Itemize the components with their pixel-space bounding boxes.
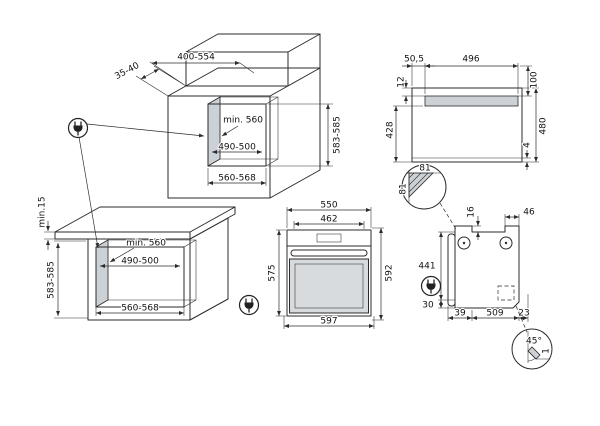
display (316, 233, 342, 243)
hinge-center-rear (504, 241, 508, 245)
side-outline (454, 225, 520, 309)
cutout-lower-height-label: 428 (386, 121, 396, 138)
hinge-circle-front (457, 236, 471, 250)
vent-slot (424, 95, 519, 107)
niche-cutout-view: 50,5 496 100 12 428 480 4 (384, 53, 550, 170)
chamfer-detail-circle (401, 164, 447, 210)
side-rear-step-label: 46 (523, 208, 535, 218)
side-witness-lines (438, 214, 520, 321)
oven-total-width-label: 597 (320, 317, 337, 327)
chamfer-edges (406, 170, 441, 203)
tall-inner-width-label: 490-500 (218, 143, 256, 153)
base-min-depth-label: min. 560 (126, 239, 166, 249)
tall-niche-interior (207, 96, 279, 167)
cutout-witness-lines (393, 63, 539, 163)
corner-detail: 45° 1 (511, 305, 553, 370)
side-front-depth-label: 39 (454, 309, 466, 319)
cutout-top-distance-label: 100 (530, 71, 540, 88)
tall-niche-side-wall (207, 96, 221, 167)
tall-witness-lines (135, 61, 333, 186)
chamfer-hatching (408, 172, 429, 193)
door-glass (294, 263, 364, 309)
tall-opening-width-label: 560-568 (218, 174, 256, 184)
side-base-height-label: 30 (422, 301, 434, 311)
oven-side-view: 16 46 441 30 39 509 23 (417, 205, 536, 322)
oven-total-height-label: 592 (385, 264, 395, 281)
dim-line-front-offset (140, 68, 160, 80)
base-niche-side-wall (95, 239, 109, 308)
hinge-circle-rear (499, 236, 513, 250)
door-handle (290, 249, 368, 257)
power-plug-icon (238, 294, 260, 316)
cutout-bottom-gap-label: 4 (523, 142, 533, 148)
power-plug-icon (67, 117, 89, 139)
base-opening-height-label: 583-585 (47, 261, 57, 299)
cutout-slot-offset-label: 50,5 (404, 55, 424, 65)
oven-body (286, 229, 372, 317)
base-top-clearance-label: min.15 (38, 196, 48, 227)
base-cabinet-drawing: min.15 min. 560 490-500 560-568 583-585 (36, 195, 236, 321)
corner-detail-leader (515, 305, 528, 333)
outlet-leader-base (78, 136, 100, 249)
tall-front-offset-label: 35-40 (113, 61, 141, 82)
tall-cabinet-outline (167, 33, 321, 199)
corner-angle-arc (527, 357, 536, 362)
oven-inner-width-label: 462 (320, 215, 337, 225)
chamfer-width-label: 81 (419, 164, 430, 174)
oven-body-height-label: 575 (268, 264, 278, 281)
corner-size-label: 1 (542, 348, 552, 354)
outlet-position-left (67, 117, 205, 249)
cutout-slot-width-label: 496 (462, 55, 479, 65)
side-upper-height-label: 441 (418, 262, 435, 272)
cutout-slot-drop-label: 12 (397, 76, 407, 87)
cutout-outline (411, 87, 523, 163)
cutout-total-height-label: 480 (539, 117, 549, 134)
side-rear-gap-label: 23 (518, 309, 529, 319)
tall-cabinet-drawing: 400-554 35-40 min. 560 490-500 560-568 5… (112, 33, 344, 199)
dim-arrow-min-depth (109, 247, 135, 263)
outlet-zone (497, 285, 515, 301)
dim-arrow-min-depth (221, 125, 239, 137)
oven-body-width-label: 550 (320, 201, 337, 211)
oven-front-view: 550 462 575 592 597 (238, 199, 396, 329)
chamfer-detail: 81 81 (397, 162, 457, 230)
corner-angle-label: 45° (526, 337, 542, 347)
base-niche-interior (107, 239, 197, 308)
corner-detail-circle (511, 328, 553, 370)
hinge-center-front (462, 241, 466, 245)
base-cabinet-outline (54, 206, 236, 321)
chamfer-detail-leader (439, 202, 457, 230)
tall-top-depth-label: 400-554 (177, 53, 215, 63)
tall-min-depth-label: min. 560 (223, 116, 263, 126)
base-niche-opening (95, 246, 185, 308)
outlet-leader-tall (86, 123, 205, 138)
oven-door (289, 258, 369, 314)
chamfer-shaded-corner (408, 172, 434, 198)
tall-opening-height-label: 583-585 (333, 116, 343, 154)
power-plug-icon (420, 275, 442, 297)
base-inner-width-label: 490-500 (121, 257, 159, 267)
tall-niche-opening (207, 103, 267, 167)
side-body-depth-label: 509 (486, 309, 503, 319)
base-opening-width-label: 560-568 (121, 304, 159, 314)
chamfer-height-label: 81 (399, 183, 409, 194)
side-panel-step-label: 16 (467, 206, 477, 218)
door-profile (447, 233, 456, 307)
